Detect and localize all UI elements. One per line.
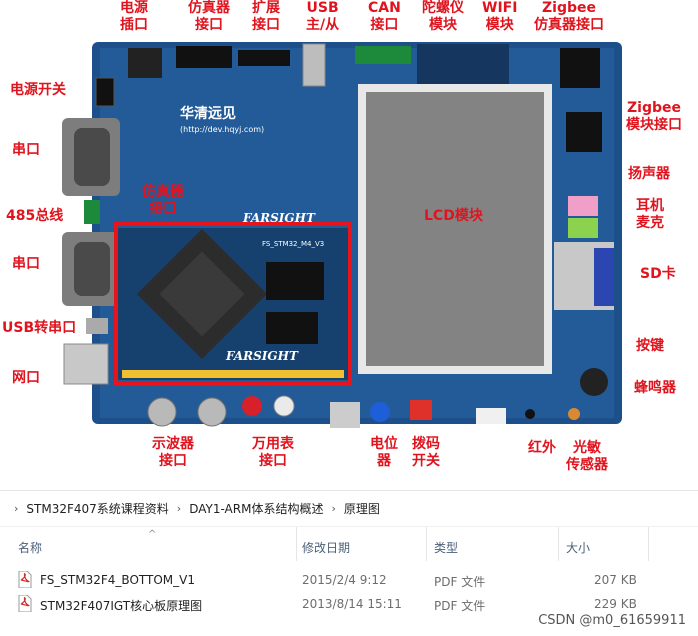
sort-up-icon: ^ xyxy=(148,529,157,540)
column-type[interactable]: 类型 xyxy=(434,541,459,555)
pdf-file-icon xyxy=(18,595,32,612)
core-label: FS_STM32_M4_V3 xyxy=(262,240,324,248)
file-modified: 2015/2/4 9:12 xyxy=(302,573,387,587)
file-type: PDF 文件 xyxy=(434,575,486,589)
label-dip-switch: 拨码开关 xyxy=(412,436,440,469)
label-emulator-port: 仿真器接口 xyxy=(188,0,230,33)
file-row[interactable]: STM32F407IGT核心板原理图 2013/8/14 15:11 PDF 文… xyxy=(0,592,698,616)
label-expansion-port: 扩展接口 xyxy=(252,0,280,33)
file-type: PDF 文件 xyxy=(434,599,486,613)
label-speaker: 扬声器 xyxy=(628,166,670,182)
file-row[interactable]: FS_STM32F4_BOTTOM_V1 2015/2/4 9:12 PDF 文… xyxy=(0,568,698,592)
file-size: 207 KB xyxy=(594,573,637,587)
column-headers: 名称 ^ 修改日期 类型 大小 xyxy=(0,527,698,563)
chevron-right-icon: › xyxy=(14,502,19,515)
label-serial-2: 串口 xyxy=(12,256,40,272)
core-brand: FARSIGHT xyxy=(225,349,299,363)
board-photo: 华清远见 (http://dev.hqyj.com) FARSIGHT FS_S… xyxy=(2,0,682,473)
column-modified[interactable]: 修改日期 xyxy=(302,541,351,555)
file-modified: 2013/8/14 15:11 xyxy=(302,597,402,611)
chevron-right-icon: › xyxy=(331,502,336,515)
breadcrumb-item-day1[interactable]: DAY1-ARM体系结构概述 xyxy=(189,502,324,516)
label-infrared: 红外 xyxy=(528,440,556,456)
label-multimeter: 万用表接口 xyxy=(252,436,294,469)
column-divider xyxy=(426,527,427,561)
file-name: FS_STM32F4_BOTTOM_V1 xyxy=(40,573,195,587)
label-sdcard: SD卡 xyxy=(640,266,676,282)
file-size: 229 KB xyxy=(594,597,637,611)
brand-cn: 华清远见 xyxy=(180,105,236,122)
breadcrumb-item-schematic[interactable]: 原理图 xyxy=(343,502,380,516)
file-explorer: › STM32F407系统课程资料 › DAY1-ARM体系结构概述 › 原理图… xyxy=(0,490,698,636)
label-serial-1: 串口 xyxy=(12,142,40,158)
column-divider xyxy=(558,527,559,561)
file-name: STM32F407IGT核心板原理图 xyxy=(40,599,203,613)
label-light-sensor: 光敏传感器 xyxy=(566,440,608,473)
column-name[interactable]: 名称 xyxy=(18,541,43,555)
label-usb-serial: USB转串口 xyxy=(2,320,77,336)
label-potentiometer: 电位器 xyxy=(370,436,398,469)
brand-en: FARSIGHT xyxy=(242,211,316,225)
column-size[interactable]: 大小 xyxy=(566,541,591,555)
label-power-switch: 电源开关 xyxy=(10,82,66,98)
label-earphone-mic: 耳机麦克 xyxy=(636,198,664,231)
pdf-file-icon xyxy=(18,571,32,588)
breadcrumb: › STM32F407系统课程资料 › DAY1-ARM体系结构概述 › 原理图 xyxy=(0,491,698,527)
label-power-socket: 电源插口 xyxy=(120,0,148,33)
label-key: 按键 xyxy=(636,338,664,354)
watermark: CSDN @m0_61659911 xyxy=(538,613,686,628)
label-lcd: LCD模块 xyxy=(424,208,483,224)
label-rs485: 485总线 xyxy=(6,208,64,224)
label-emulator-port-2: 仿真器接口 xyxy=(142,184,184,217)
column-divider xyxy=(296,527,297,561)
label-buzzer: 蜂鸣器 xyxy=(634,380,676,396)
column-divider xyxy=(648,527,649,561)
label-oscilloscope: 示波器接口 xyxy=(152,436,194,469)
brand-url: (http://dev.hqyj.com) xyxy=(180,125,264,134)
label-gyro: 陀螺仪模块 xyxy=(422,0,464,33)
breadcrumb-item-course[interactable]: STM32F407系统课程资料 xyxy=(26,502,169,516)
label-network: 网口 xyxy=(12,370,40,386)
board-illustration: 华清远见 (http://dev.hqyj.com) FARSIGHT FS_S… xyxy=(62,42,622,428)
chevron-right-icon: › xyxy=(176,502,182,515)
